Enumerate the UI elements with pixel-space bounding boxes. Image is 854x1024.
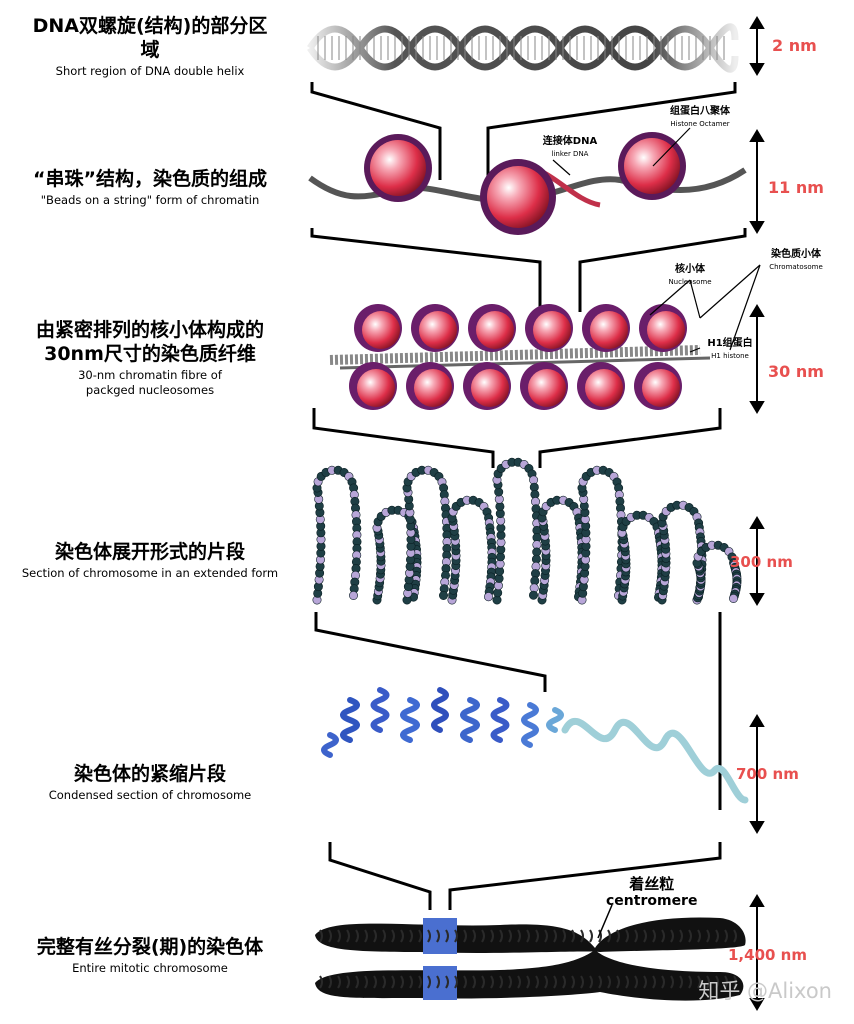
level-3-title-en: 30-nm chromatin fibre of packged nucleos… [78, 368, 222, 397]
scale-label-11nm: 11 nm [768, 178, 824, 197]
level-5-label: 染色体的紧缩片段 Condensed section of chromosome [0, 762, 300, 803]
nucleosome-zh: 核小体 [675, 264, 705, 275]
extended-chromosome-section [312, 457, 742, 605]
nucleosome-label: 核小体 Nucleosome [660, 264, 720, 288]
zoom-funnel-5 [328, 842, 722, 910]
zoom-funnel-3 [312, 408, 722, 468]
level-3-label: 由紧密排列的核小体构成的30nm尺寸的染色质纤维 30-nm chromatin… [0, 318, 300, 398]
zoom-funnel-1 [310, 82, 737, 180]
level-1-title-zh: DNA双螺旋(结构)的部分区域 [32, 15, 268, 61]
level-1-label: DNA双螺旋(结构)的部分区域 Short region of DNA doub… [0, 14, 300, 79]
scale-label-30nm: 30 nm [768, 362, 824, 381]
linker-dna-en: linker DNA [551, 150, 589, 158]
watermark: 知乎 @Alixon [698, 979, 832, 1003]
thirty-nm-fibre [329, 304, 711, 410]
centromere-en: centromere [606, 893, 698, 909]
scale-label-700nm: 700 nm [736, 765, 799, 783]
level-4-label: 染色体展开形式的片段 Section of chromosome in an e… [0, 540, 300, 581]
level-2-title-en: "Beads on a string" form of chromatin [40, 193, 260, 207]
zoom-funnel-4 [314, 612, 722, 810]
linker-dna-zh: 连接体DNA [542, 136, 598, 147]
annotation-leaders-3 [649, 264, 761, 353]
centromere-label: 着丝粒 centromere [606, 876, 697, 910]
h1-histone-zh: H1组蛋白 [707, 338, 753, 349]
chromatosome-zh: 染色质小体 [771, 249, 821, 260]
h1-histone-en: H1 histone [711, 352, 749, 360]
histone-octamer-zh: 组蛋白八聚体 [670, 106, 730, 117]
scale-label-300nm: 300 nm [730, 553, 793, 571]
linker-dna-label: 连接体DNA linker DNA [532, 136, 608, 160]
chromatosome-en: Chromatosome [769, 263, 823, 271]
level-2-label: “串珠”结构，染色质的组成 "Beads on a string" form o… [0, 167, 300, 208]
level-3-title-zh: 由紧密排列的核小体构成的30nm尺寸的染色质纤维 [35, 319, 264, 365]
scale-bars [749, 16, 765, 1011]
zoom-funnel-2 [310, 228, 747, 312]
condensed-chromosome-section [321, 687, 749, 804]
level-4-title-en: Section of chromosome in an extended for… [21, 566, 279, 580]
dna-double-helix [307, 23, 739, 73]
centromere-zh: 着丝粒 [629, 875, 675, 893]
nucleosome-en: Nucleosome [668, 278, 712, 286]
scale-label-1400nm: 1,400 nm [728, 946, 807, 964]
level-5-title-en: Condensed section of chromosome [48, 788, 252, 802]
histone-octamer-label: 组蛋白八聚体 Histone Octamer [658, 106, 742, 130]
level-4-title-zh: 染色体展开形式的片段 [54, 541, 245, 563]
level-6-title-en: Entire mitotic chromosome [72, 961, 228, 975]
scale-label-2nm: 2 nm [772, 36, 817, 55]
beads-on-string [308, 127, 747, 235]
level-5-title-zh: 染色体的紧缩片段 [73, 763, 226, 785]
level-6-title-zh: 完整有丝分裂(期)的染色体 [36, 936, 264, 958]
level-1-title-en: Short region of DNA double helix [55, 64, 245, 78]
mitotic-chromosome [315, 904, 746, 1001]
h1-histone-label: H1组蛋白 H1 histone [700, 338, 760, 362]
histone-octamer-en: Histone Octamer [670, 120, 730, 128]
level-6-label: 完整有丝分裂(期)的染色体 Entire mitotic chromosome [0, 935, 300, 976]
chromatosome-label: 染色质小体 Chromatosome [756, 249, 836, 273]
level-2-title-zh: “串珠”结构，染色质的组成 [33, 168, 267, 190]
